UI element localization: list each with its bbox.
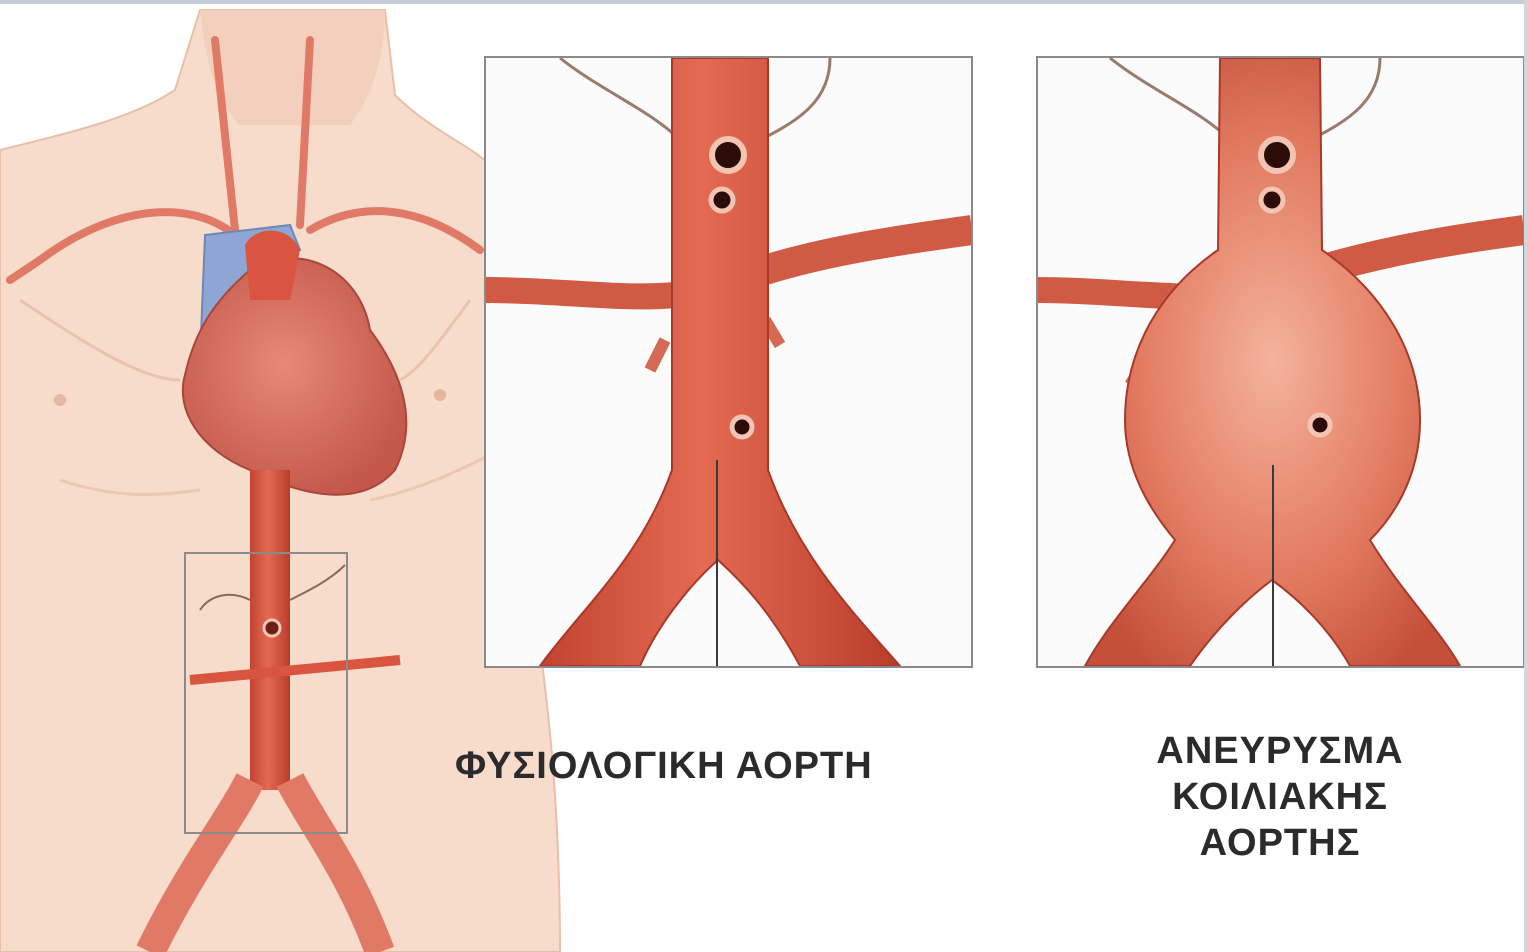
aneurysm-label-line1: ΑΝΕΥΡΥΣΜΑ (1120, 728, 1440, 774)
window-right-edge (1524, 0, 1528, 952)
aneurysm-label-line2: ΚΟΙΛΙΑΚΗΣ (1120, 774, 1440, 820)
aneurysm-label-line3: ΑΟΡΤΗΣ (1120, 820, 1440, 866)
aneurysm-label: ΑΝΕΥΡΥΣΜΑ ΚΟΙΛΙΑΚΗΣ ΑΟΡΤΗΣ (1120, 728, 1440, 866)
normal-aorta-panel (485, 57, 972, 730)
aneurysm-panel (1037, 57, 1524, 720)
normal-aorta-label: ΦΥΣΙΟΛΟΓΙΚΗ ΑΟΡΤΗ (455, 745, 873, 788)
